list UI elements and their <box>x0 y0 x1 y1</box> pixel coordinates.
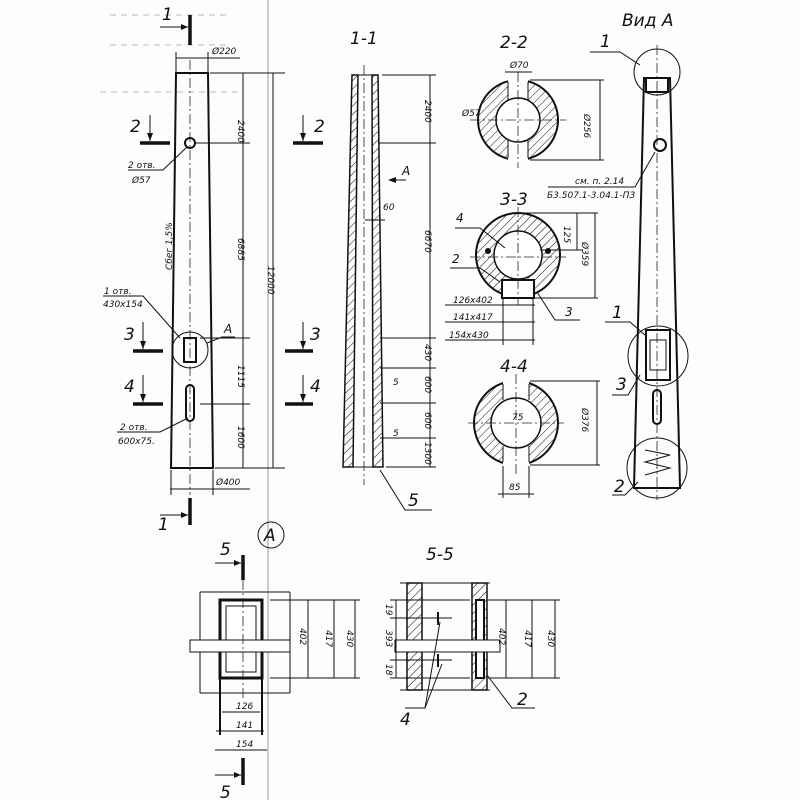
section-2-label: 2 <box>314 117 325 137</box>
width-154: 154 <box>236 740 253 750</box>
dim-6885: 6885 <box>235 238 245 261</box>
slot-note-size: 430x154 <box>103 300 143 310</box>
dim-6670: 6670 <box>422 230 432 253</box>
callout-3: 3 <box>565 305 573 319</box>
outer-diameter-label: Ø359 <box>579 241 590 267</box>
dim-18: 18 <box>383 664 393 676</box>
outer-diameter-label: Ø376 <box>579 407 590 433</box>
dim-600: 600 <box>422 376 432 393</box>
view-a: Вид А 1 см. п. 2.14 Б3.507.1-3.04.1-ПЗ 1… <box>547 11 689 500</box>
height-417: 417 <box>323 630 333 647</box>
reference-doc: Б3.507.1-3.04.1-ПЗ <box>547 191 635 201</box>
long-slot-size: 600x75. <box>118 437 155 447</box>
dim-19: 19 <box>383 604 393 616</box>
dim-1115: 1115 <box>235 365 245 388</box>
height-402: 402 <box>297 628 307 645</box>
top-diameter-label: Ø220 <box>211 46 237 57</box>
hole-dim-label: 75 <box>512 413 524 423</box>
dim-430: 430 <box>422 344 432 361</box>
detail-a-circle <box>171 331 209 369</box>
callout-2: 2 <box>614 477 625 497</box>
height-417: 417 <box>522 630 532 647</box>
callout-1: 1 <box>612 303 623 323</box>
wall-thickness-label: 60 <box>383 203 395 213</box>
cut-5-label: 5 <box>220 783 231 800</box>
gap-label: 5 <box>393 429 399 439</box>
main-pole-view: 1 1 2 2 3 3 4 4 Ø220 Ø400 <box>103 5 325 535</box>
inner-diameter-label: Ø57 <box>461 108 481 119</box>
dim-393: 393 <box>383 630 393 647</box>
detail-a: A 5 5 126 141 154 402 417 430 <box>189 521 360 800</box>
callout-2: 2 <box>517 690 528 710</box>
size-141x417: 141x417 <box>453 313 493 323</box>
section-2-label: 2 <box>130 117 141 137</box>
section-4-4-title: 4-4 <box>500 357 528 377</box>
callout-4: 4 <box>400 710 411 730</box>
section-2-2: 2-2 Ø70 Ø57 Ø256 <box>461 33 604 168</box>
callout-5: 5 <box>408 491 419 511</box>
view-a-title: Вид А <box>622 11 674 31</box>
detail-a-marker: A <box>263 526 276 546</box>
section-3-label: 3 <box>124 325 135 345</box>
long-slot-count: 2 отв. <box>120 423 148 433</box>
dim-2400: 2400 <box>422 100 432 123</box>
section-3-label: 3 <box>310 325 321 345</box>
height-430: 430 <box>344 630 354 647</box>
reference-note: см. п. 2.14 <box>575 177 624 187</box>
width-141: 141 <box>236 721 253 731</box>
section-1-1-title: 1-1 <box>350 29 378 49</box>
section-5-5-title: 5-5 <box>426 545 454 565</box>
cut-5-label: 5 <box>220 540 231 560</box>
slot-430x154 <box>183 337 197 363</box>
callout-2: 2 <box>452 252 460 266</box>
section-3-3-title: 3-3 <box>500 190 528 210</box>
pole-outline <box>169 72 215 469</box>
dim-2400: 2400 <box>235 120 245 143</box>
section-1-label: 1 <box>162 5 173 25</box>
dim-600: 600 <box>422 412 432 429</box>
view-a-arrow-label: A <box>401 164 410 178</box>
section-5-5: 5-5 19 393 18 402 417 430 4 2 <box>383 545 560 730</box>
section-2-2-title: 2-2 <box>500 33 528 53</box>
dim-12000: 12000 <box>265 266 275 295</box>
height-402: 402 <box>496 628 506 645</box>
callout-3: 3 <box>616 375 627 395</box>
section-1-label: 1 <box>158 515 169 535</box>
bottom-diameter-label: Ø400 <box>215 477 241 488</box>
width-85: 85 <box>509 483 521 493</box>
dim-1600: 1600 <box>235 426 245 449</box>
slot-600x75 <box>185 384 195 422</box>
dim-125: 125 <box>561 226 571 243</box>
hole-note-count: 2 отв. <box>128 161 156 171</box>
height-430: 430 <box>545 630 555 647</box>
section-3-3: 3-3 4 2 3 126x402 141x417 154x430 125 Ø3… <box>445 190 598 345</box>
hole-note-size: Ø57 <box>131 175 151 186</box>
hole-diameter-label: Ø70 <box>509 60 529 71</box>
dim-1300: 1300 <box>422 442 432 465</box>
callout-4: 4 <box>456 211 464 225</box>
slot-note-count: 1 отв. <box>104 287 132 297</box>
section-4-label: 4 <box>310 377 321 397</box>
size-126x402: 126x402 <box>453 296 493 306</box>
outer-diameter-label: Ø256 <box>581 113 592 139</box>
size-154x430: 154x430 <box>449 331 489 341</box>
section-4-4: 4-4 75 Ø376 85 <box>468 357 600 498</box>
gap-label: 5 <box>393 378 399 388</box>
width-126: 126 <box>236 702 253 712</box>
taper-note: Сбег 1,5% <box>165 222 175 270</box>
section-4-label: 4 <box>124 377 135 397</box>
callout-1: 1 <box>600 32 611 52</box>
view-a-marker: A <box>223 322 232 336</box>
section-1-1: 1-1 A 60 2400 6670 430 600 600 1300 5 5 … <box>342 29 436 511</box>
